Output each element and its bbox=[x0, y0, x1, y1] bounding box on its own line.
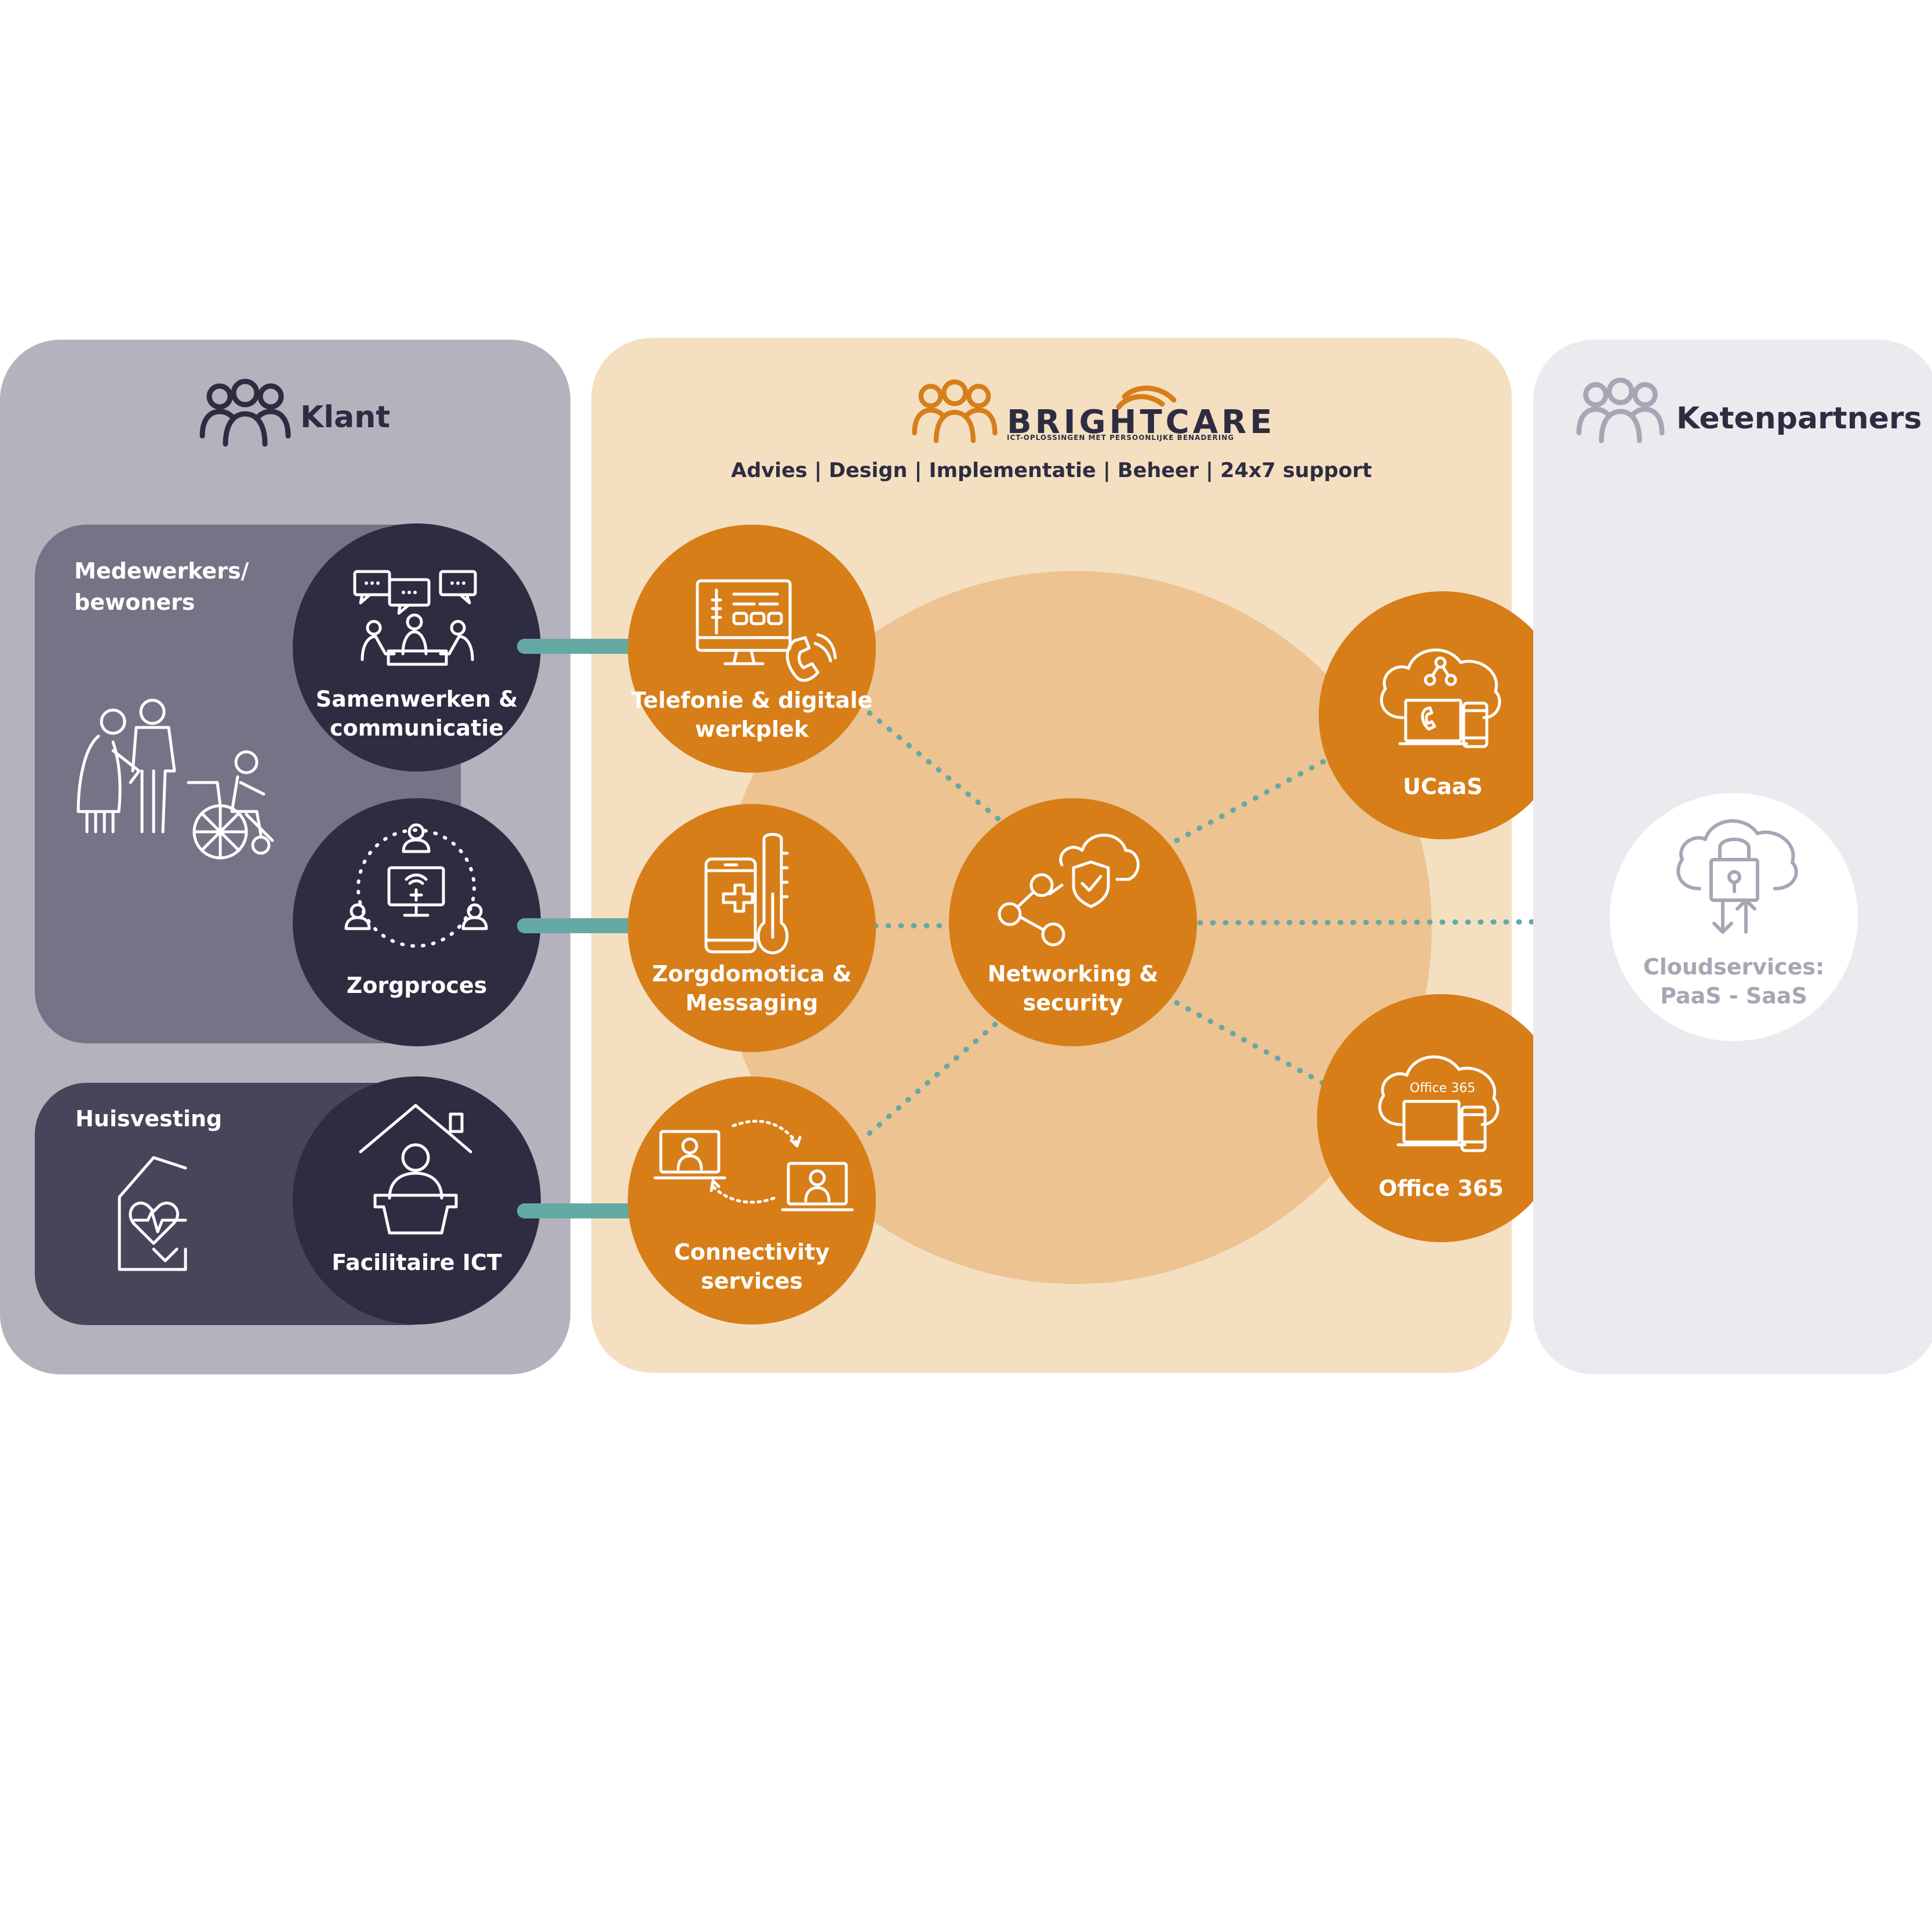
office365-icon-text: Office 365 bbox=[1410, 1081, 1476, 1096]
care-network-icon bbox=[344, 823, 488, 948]
facilitaire-node[interactable]: Facilitaire ICT bbox=[293, 1076, 541, 1325]
dotted-telefonie-networking bbox=[867, 710, 1003, 823]
video-call-icon bbox=[653, 1119, 854, 1211]
connectivity-node[interactable]: Connectivity services bbox=[628, 1076, 876, 1325]
ucaas-label: UCaaS bbox=[1403, 774, 1483, 799]
office365-node[interactable]: Office 365 Office 365 bbox=[1317, 994, 1565, 1242]
office365-label: Office 365 bbox=[1378, 1176, 1504, 1201]
services-line: Advies | Design | Implementatie | Beheer… bbox=[731, 459, 1372, 482]
huisvesting-label: Huisvesting bbox=[75, 1106, 223, 1131]
cloudservices-label: Cloudservices: PaaS - SaaS bbox=[1643, 954, 1825, 1009]
connectivity-label: Connectivity services bbox=[674, 1239, 830, 1294]
dotted-connectivity-networking bbox=[867, 1017, 1003, 1136]
telefonie-node[interactable]: Telefonie & digitale werkplek bbox=[628, 525, 876, 773]
zorgproces-node[interactable]: Zorgproces bbox=[293, 798, 541, 1046]
brightcare-logo-icon bbox=[912, 379, 998, 443]
samenwerken-label: Samenwerken & communicatie bbox=[315, 686, 518, 741]
desktop-phone-icon bbox=[696, 579, 837, 682]
cloudservices-node[interactable]: Cloudservices: PaaS - SaaS bbox=[1610, 793, 1858, 1041]
network-shield-icon bbox=[998, 834, 1140, 947]
zorgproces-label: Zorgproces bbox=[346, 973, 487, 998]
house-heart-icon bbox=[118, 1156, 187, 1271]
reception-desk-icon bbox=[359, 1104, 472, 1235]
brightcare-tagline: ICT-OPLOSSINGEN MET PERSOONLIJKE BENADER… bbox=[1007, 434, 1235, 442]
telefonie-label: Telefonie & digitale werkplek bbox=[631, 687, 873, 742]
zorgdomotica-node[interactable]: Zorgdomotica & Messaging bbox=[628, 804, 876, 1052]
people-group-icon bbox=[1576, 377, 1665, 443]
cloud-office-icon bbox=[1378, 1055, 1500, 1152]
meeting-chat-icon bbox=[353, 570, 477, 666]
facilitaire-label: Facilitaire ICT bbox=[332, 1250, 502, 1275]
brightcare-logo-text: BRIGHTCARE bbox=[1007, 403, 1276, 441]
dotted-networking-ucaas bbox=[1174, 756, 1330, 843]
medewerkers-label: Medewerkers/ bewoners bbox=[74, 558, 249, 615]
zorgdomotica-label: Zorgdomotica & Messaging bbox=[652, 961, 852, 1016]
cloud-devices-icon bbox=[1380, 648, 1501, 748]
dotted-networking-office365 bbox=[1174, 1000, 1327, 1087]
ucaas-node[interactable]: UCaaS bbox=[1319, 591, 1567, 839]
brightcare-signal-icon bbox=[1116, 385, 1177, 410]
elderly-wheelchair-icon bbox=[77, 698, 274, 860]
people-group-icon bbox=[199, 379, 291, 447]
medical-phone-thermometer-icon bbox=[704, 833, 789, 955]
klant-title: Klant bbox=[300, 400, 391, 435]
dotted-networking-cloud bbox=[1197, 919, 1611, 926]
networking-label: Networking & security bbox=[987, 961, 1159, 1016]
cloud-lock-icon bbox=[1676, 819, 1798, 934]
networking-node[interactable]: Networking & security bbox=[949, 798, 1197, 1046]
samenwerken-node[interactable]: Samenwerken & communicatie bbox=[293, 523, 541, 772]
ketenpartners-title: Ketenpartners bbox=[1676, 401, 1922, 436]
